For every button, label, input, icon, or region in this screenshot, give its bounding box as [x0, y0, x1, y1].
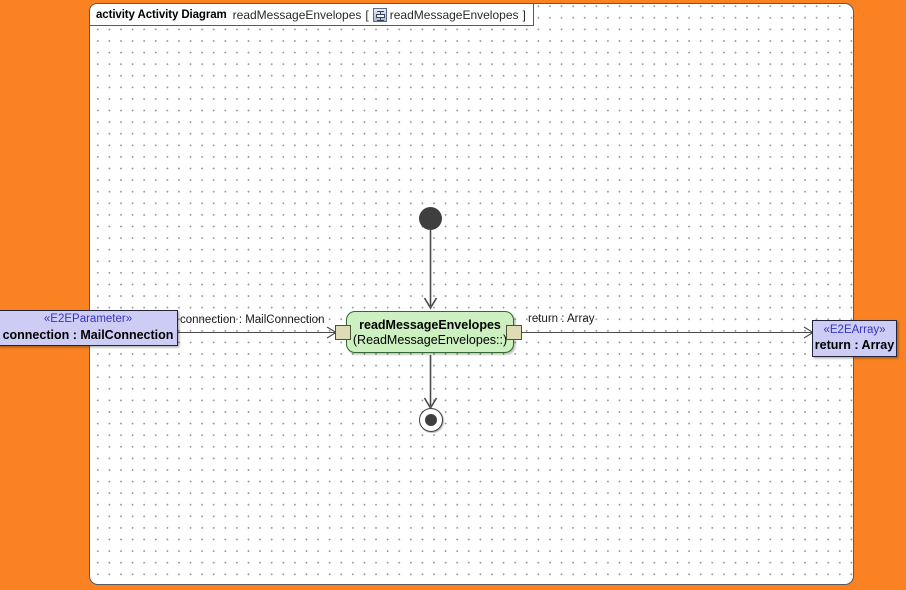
action-node-subtitle: (ReadMessageEnvelopes::) — [352, 332, 508, 347]
activity-diagram-frame — [89, 3, 854, 585]
parameter-stereotype: «E2EParameter» — [43, 313, 133, 326]
parameter-node-return[interactable]: «E2EArray» return : Array — [812, 320, 897, 357]
array-stereotype: «E2EArray» — [823, 323, 886, 336]
output-pin[interactable] — [506, 325, 522, 340]
edge-label-incoming: connection : MailConnection — [180, 314, 325, 326]
frame-bracket-open: [ — [365, 7, 369, 22]
array-label: return : Array — [814, 338, 895, 353]
activity-final-node[interactable] — [419, 408, 443, 432]
input-pin[interactable] — [335, 325, 351, 340]
frame-kind-label: activity Activity Diagram — [96, 8, 227, 21]
frame-bracket-close: ] — [522, 7, 526, 22]
frame-diagram-name: readMessageEnvelopes — [232, 7, 362, 22]
frame-reference-name: readMessageEnvelopes — [389, 7, 519, 22]
edge-label-outgoing: return : Array — [528, 313, 595, 325]
frame-label-tab[interactable]: activity Activity Diagram readMessageEnv… — [89, 3, 534, 26]
parameter-node-connection[interactable]: «E2EParameter» connection : MailConnecti… — [0, 310, 178, 346]
action-node-title: readMessageEnvelopes — [359, 317, 501, 332]
activity-diagram-icon — [372, 7, 387, 22]
initial-node[interactable] — [419, 207, 442, 230]
action-node-read-message-envelopes[interactable]: readMessageEnvelopes (ReadMessageEnvelop… — [346, 311, 514, 353]
parameter-label: connection : MailConnection — [2, 327, 174, 342]
activity-final-inner-dot — [425, 414, 437, 426]
